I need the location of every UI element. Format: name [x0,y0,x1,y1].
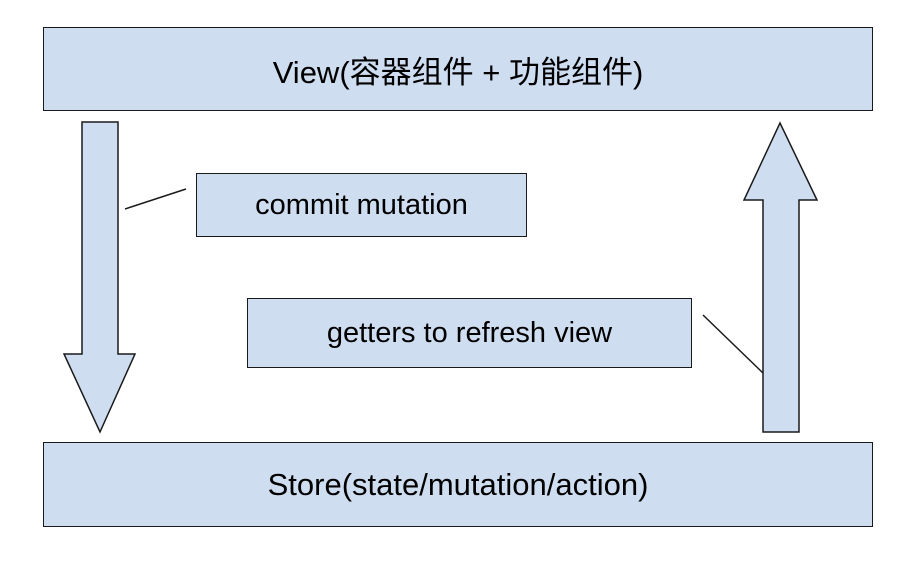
getters-callout-line [702,314,764,374]
getters-box: getters to refresh view [247,298,692,368]
store-label: Store(state/mutation/action) [267,466,649,502]
commit-mutation-box: commit mutation [196,173,527,237]
getters-label: getters to refresh view [326,316,613,349]
up-arrow-store-to-view [742,121,819,433]
store-box: Store(state/mutation/action) [43,442,873,527]
view-box: View(容器组件 + 功能组件) [43,27,873,111]
commit-callout-line [124,188,187,210]
down-arrow-view-to-store [62,121,137,434]
commit-mutation-label: commit mutation [255,188,468,221]
view-label: View(容器组件 + 功能组件) [272,54,644,90]
